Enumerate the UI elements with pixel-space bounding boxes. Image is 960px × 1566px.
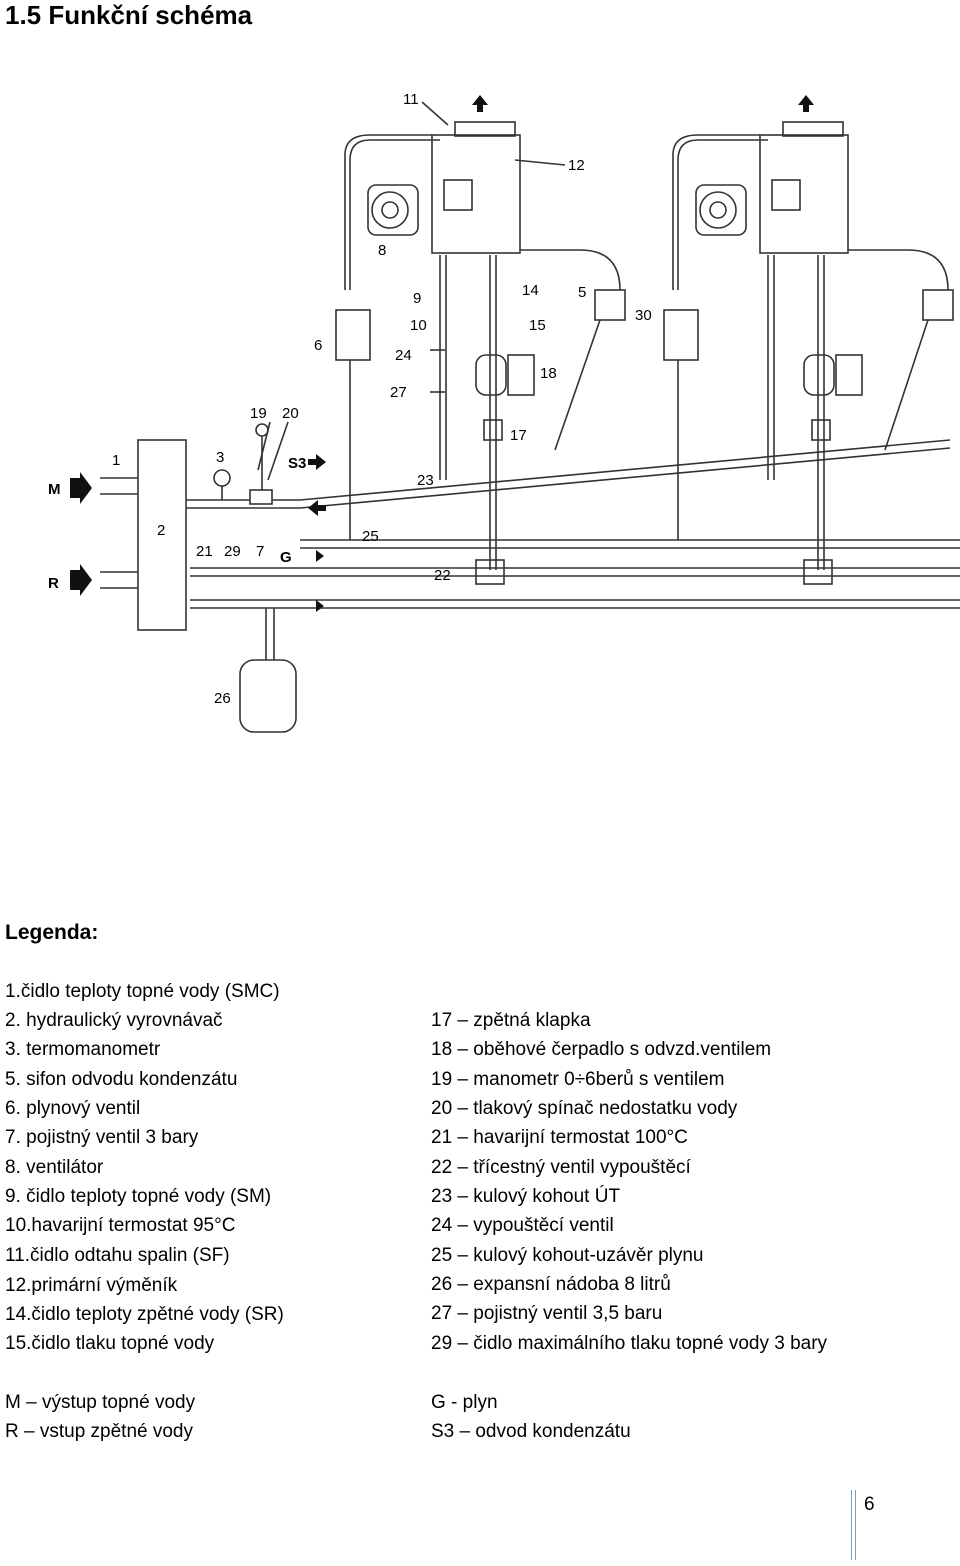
callout-29: 29 xyxy=(224,543,241,560)
callout-23: 23 xyxy=(417,472,434,489)
callout-1: 1 xyxy=(112,452,120,469)
callout-26: 26 xyxy=(214,690,231,707)
legend-item: 10.havarijní termostat 95°C xyxy=(5,1215,236,1236)
legend-item-G: G - plyn xyxy=(431,1392,498,1413)
legend-item: 29 – čidlo maximálního tlaku topné vody … xyxy=(431,1333,828,1354)
callout-G: G xyxy=(280,549,292,566)
callout-14: 14 xyxy=(522,282,539,299)
callout-17: 17 xyxy=(510,427,527,444)
legend-item: 5. sifon odvodu kondenzátu xyxy=(5,1069,238,1090)
callout-M: M xyxy=(48,481,61,498)
legend-item: 18 – oběhové čerpadlo s odvzd.ventilem xyxy=(431,1039,772,1060)
legend-item-S3: S3 – odvod kondenzátu xyxy=(431,1421,631,1442)
legend-item: 3. termomanometr xyxy=(5,1039,161,1060)
callout-11: 11 xyxy=(403,91,419,108)
callout-19: 19 xyxy=(250,405,267,422)
legend-item-R: R – vstup zpětné vody xyxy=(5,1421,193,1442)
legend-item: 25 – kulový kohout-uzávěr plynu xyxy=(431,1245,704,1266)
legend-item: 7. pojistný ventil 3 bary xyxy=(5,1127,199,1148)
callout-3: 3 xyxy=(216,449,224,466)
legend-bottom-left: M – výstup topné vody R – vstup zpětné v… xyxy=(5,1392,425,1452)
legend-item: 19 – manometr 0÷6berů s ventilem xyxy=(431,1069,725,1090)
callout-10: 10 xyxy=(410,317,427,334)
callout-27: 27 xyxy=(390,384,407,401)
legend-item: 15.čidlo tlaku topné vody xyxy=(5,1333,215,1354)
legend-right-column: 17 – zpětná klapka 18 – oběhové čerpadlo… xyxy=(431,1010,956,1370)
callout-12: 12 xyxy=(568,157,585,174)
callout-22: 22 xyxy=(434,567,451,584)
legend-bottom-right: G - plyn S3 – odvod kondenzátu xyxy=(431,1392,851,1452)
callout-6: 6 xyxy=(314,337,322,354)
callout-15: 15 xyxy=(529,317,546,334)
callout-24: 24 xyxy=(395,347,412,364)
callout-9: 9 xyxy=(413,290,421,307)
callout-18: 18 xyxy=(540,365,557,382)
legend-item: 23 – kulový kohout ÚT xyxy=(431,1186,621,1207)
legend-item: 2. hydraulický vyrovnávač xyxy=(5,1010,223,1031)
page-number-rule xyxy=(851,1490,852,1560)
legend-item: 24 – vypouštěcí ventil xyxy=(431,1215,614,1236)
page-number: 6 xyxy=(864,1494,875,1515)
legend-item-M: M – výstup topné vody xyxy=(5,1392,196,1413)
legend-item: 26 – expansní nádoba 8 litrů xyxy=(431,1274,671,1295)
callout-20: 20 xyxy=(282,405,299,422)
callout-7: 7 xyxy=(256,543,264,560)
callout-30: 30 xyxy=(635,307,652,324)
legend-item: 27 – pojistný ventil 3,5 baru xyxy=(431,1303,663,1324)
legend-item: 14.čidlo teploty zpětné vody (SR) xyxy=(5,1304,284,1325)
legend-item: 9. čidlo teploty topné vody (SM) xyxy=(5,1186,272,1207)
legend-heading: Legenda: xyxy=(5,921,99,944)
legend-item: 21 – havarijní termostat 100°C xyxy=(431,1127,688,1148)
legend-item: 12.primární výměník xyxy=(5,1275,178,1296)
legend-item: 22 – třícestný ventil vypouštěcí xyxy=(431,1157,691,1178)
legend-item: 8. ventilátor xyxy=(5,1157,104,1178)
callout-8: 8 xyxy=(378,242,386,259)
legend-item: 11.čidlo odtahu spalin (SF) xyxy=(5,1245,230,1266)
callout-R: R xyxy=(48,575,59,592)
legend-left-column: 1.čidlo teploty topné vody (SMC) 2. hydr… xyxy=(5,981,425,1281)
callout-S3: S3 xyxy=(288,455,306,472)
legend-left-column-cont: 12.primární výměník 14.čidlo teploty zpě… xyxy=(5,1275,425,1385)
callout-2: 2 xyxy=(157,522,165,539)
page-number-rule xyxy=(855,1490,856,1560)
legend-item: 17 – zpětná klapka xyxy=(431,1010,591,1031)
legend-item: 6. plynový ventil xyxy=(5,1098,141,1119)
callout-25: 25 xyxy=(362,528,379,545)
functional-schematic-diagram: 11 12 8 9 14 5 30 10 15 6 24 18 27 17 19… xyxy=(48,91,960,733)
page-title: 1.5 Funkční schéma xyxy=(5,0,253,30)
callout-5: 5 xyxy=(578,284,586,301)
legend-item: 1.čidlo teploty topné vody (SMC) xyxy=(5,981,280,1002)
callout-21: 21 xyxy=(196,543,213,560)
legend-item: 20 – tlakový spínač nedostatku vody xyxy=(431,1098,738,1119)
